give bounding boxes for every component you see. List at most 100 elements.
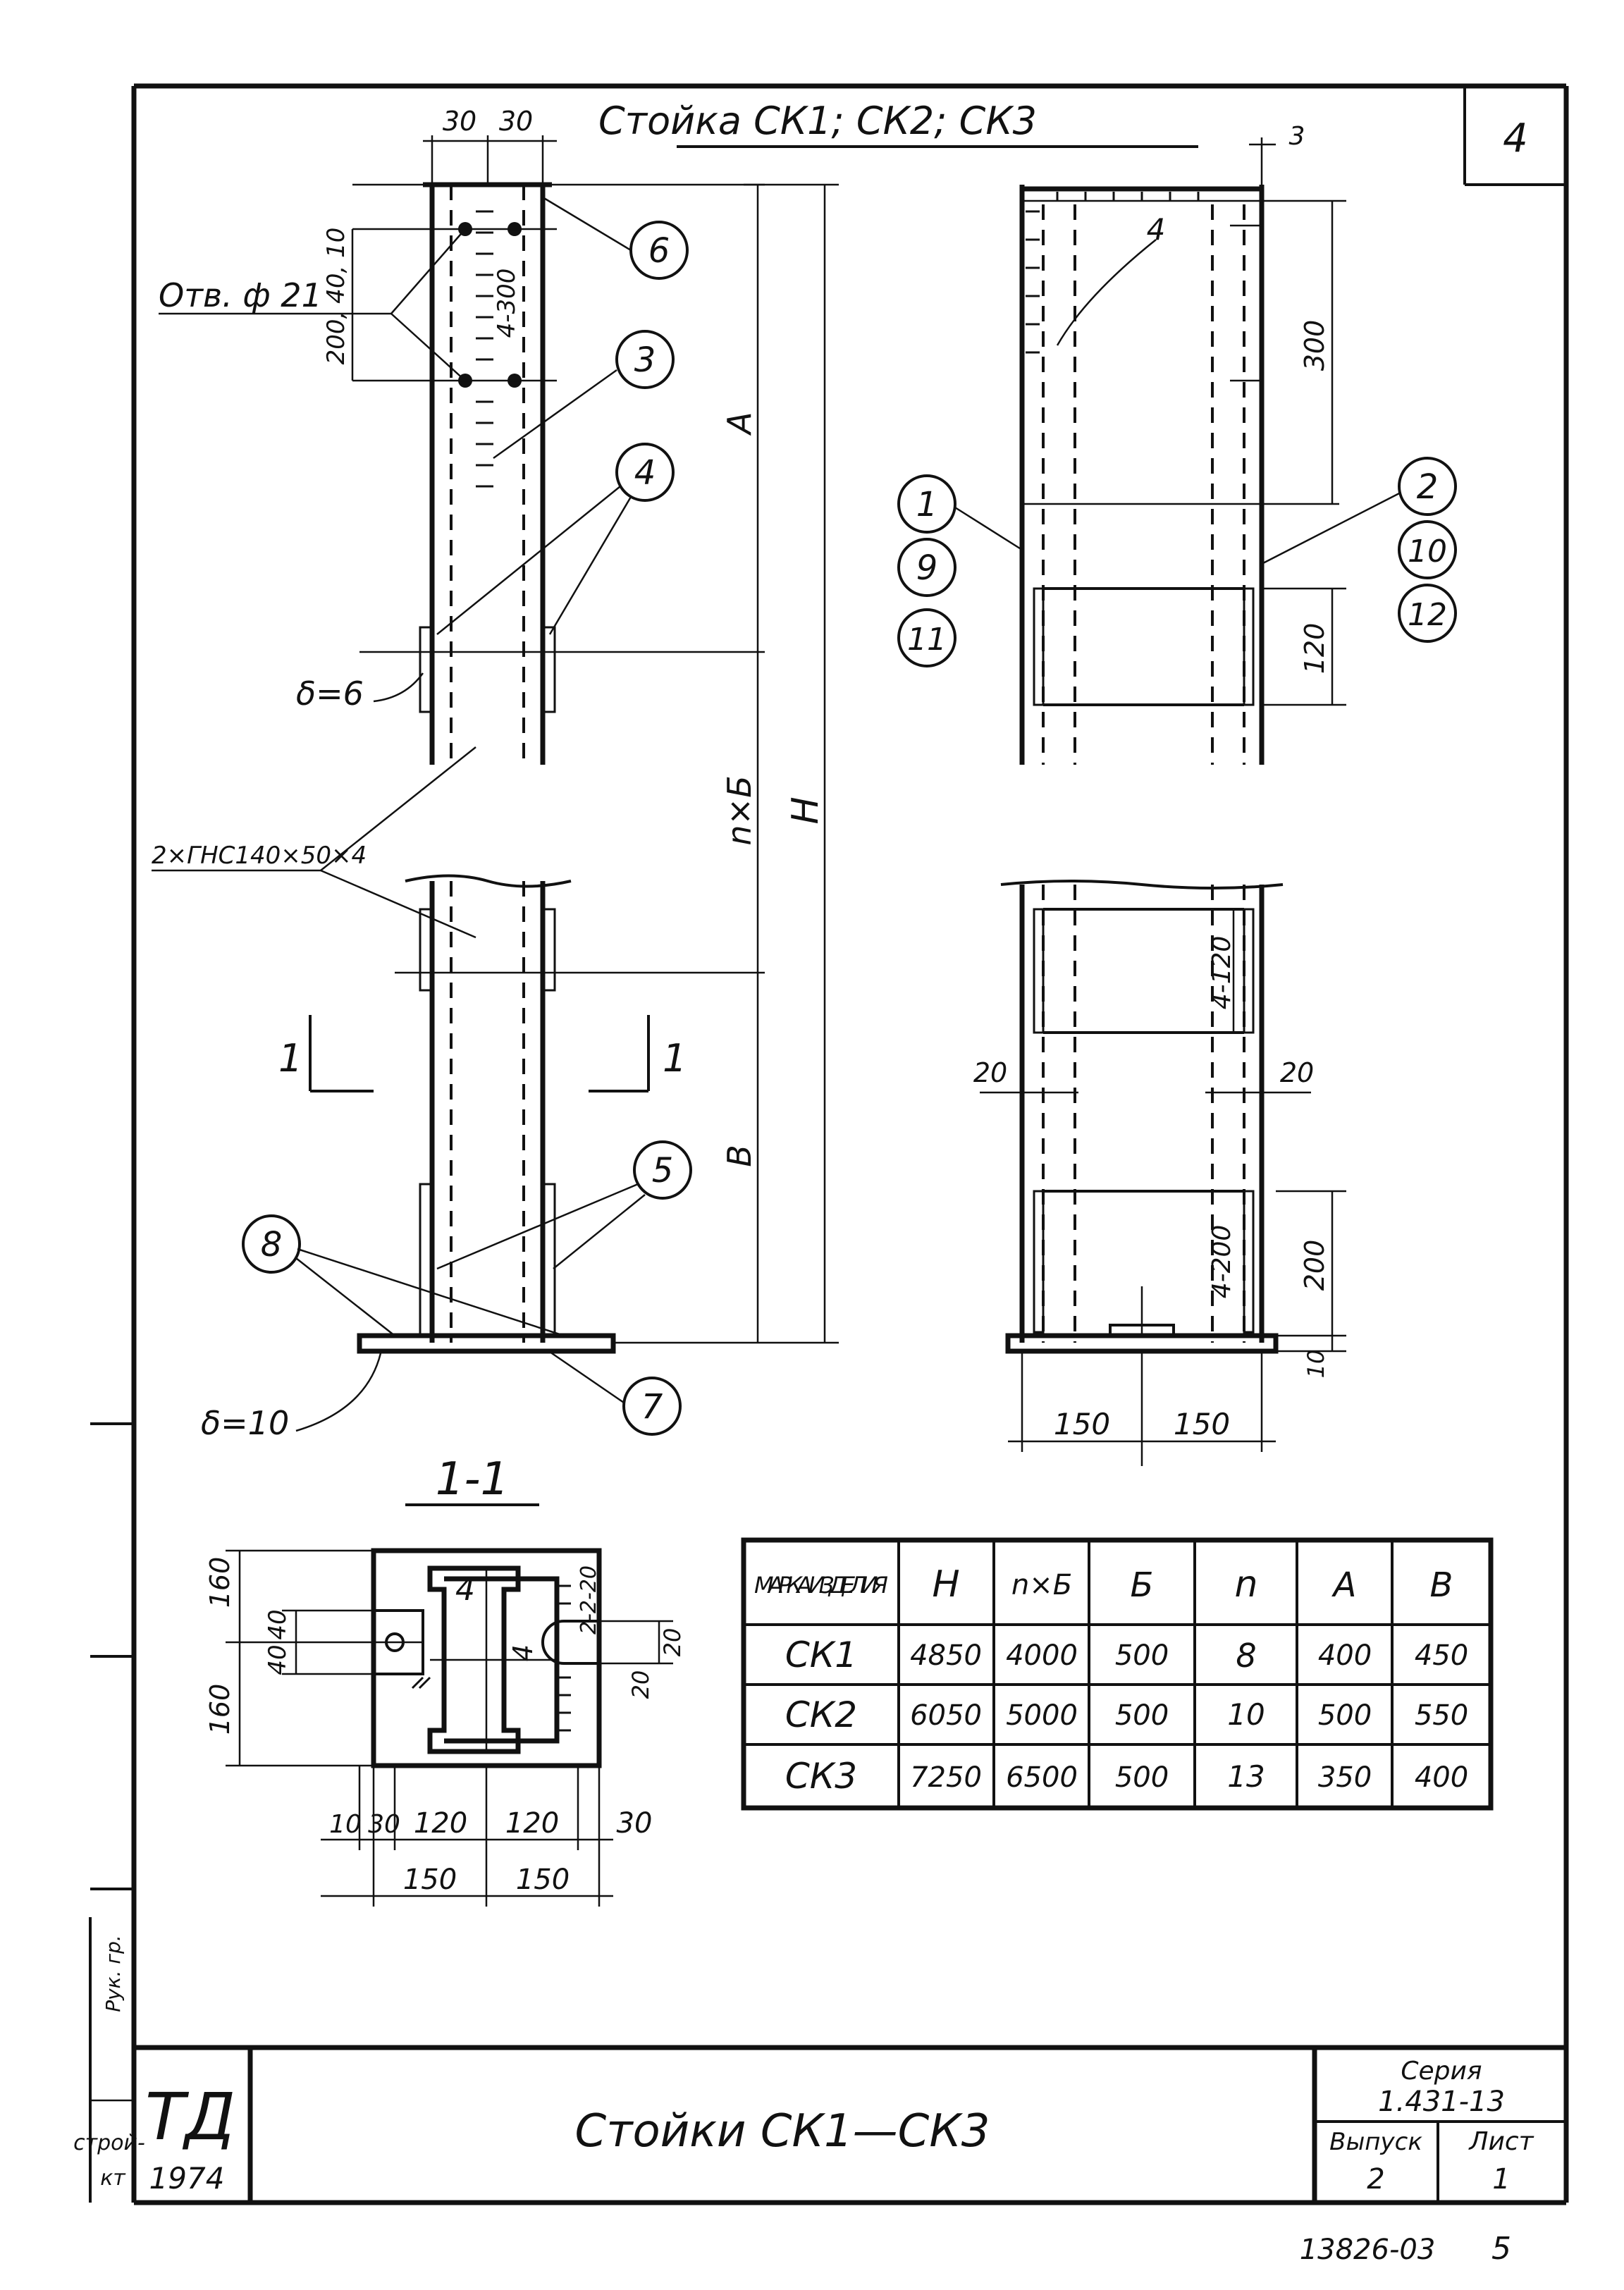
table-cell: 500 <box>1115 1761 1169 1794</box>
svg-text:8: 8 <box>261 1225 283 1264</box>
table-header-A: A <box>1331 1565 1357 1605</box>
section-title: 1-1 <box>436 1453 510 1506</box>
profile-label: 2×ГНС140×50×4 <box>152 842 367 870</box>
section-1-1 <box>226 1548 673 1907</box>
table-cell: 500 <box>1318 1699 1372 1732</box>
dim-4-120: 4-120 <box>1207 936 1236 1010</box>
section-mark-right: 1 <box>663 1036 687 1081</box>
callout-8: 8 <box>242 1214 301 1274</box>
callout-1: 1 <box>897 474 956 534</box>
sec-150a: 150 <box>403 1864 457 1896</box>
table-cell: 13 <box>1227 1759 1265 1794</box>
sec-160a: 160 <box>204 1557 235 1608</box>
dim-20-right: 20 <box>1280 1057 1314 1088</box>
dim-150b: 150 <box>1174 1407 1230 1441</box>
dim-120: 120 <box>1299 623 1330 675</box>
svg-text:11: 11 <box>907 622 947 658</box>
dim-B: B <box>720 1145 758 1167</box>
table-cell: 5000 <box>1006 1699 1078 1732</box>
dim-4-300: 4-300 <box>493 269 521 338</box>
table-header-H: H <box>932 1563 959 1606</box>
sec-150b: 150 <box>516 1864 570 1896</box>
dim-4-200: 4-200 <box>1207 1225 1236 1299</box>
dim-nB: n×Б <box>720 775 758 845</box>
svg-text:9: 9 <box>916 548 938 588</box>
sheet-value: 1 <box>1492 2163 1510 2196</box>
dim-A: A <box>720 412 758 436</box>
side-label-b: строй- <box>73 2131 145 2155</box>
callout-12: 12 <box>1398 584 1457 643</box>
table-cell: 350 <box>1318 1761 1372 1794</box>
sec-4b: 4 <box>508 1644 539 1661</box>
dim-H: H <box>785 796 827 824</box>
table-cell: 6500 <box>1006 1761 1078 1794</box>
sec-10: 10 <box>329 1810 362 1839</box>
sheet-frame <box>89 83 1569 2205</box>
callout-6: 6 <box>629 221 689 280</box>
sec-20b: 20 <box>627 1670 654 1699</box>
table-header-B2: B <box>1430 1565 1453 1605</box>
table-header-nB: n×Б <box>1011 1569 1072 1601</box>
svg-text:12: 12 <box>1408 597 1447 633</box>
svg-text:7: 7 <box>641 1387 663 1427</box>
title-logo: ТД <box>145 2079 235 2155</box>
sec-4a: 4 <box>455 1572 475 1608</box>
table-cell: 4850 <box>910 1639 982 1672</box>
table-cell: 500 <box>1115 1639 1169 1672</box>
dim-200-40-10: 200, 40, 10 <box>322 228 350 365</box>
table-cell: 550 <box>1415 1699 1468 1732</box>
title-year: 1974 <box>149 2161 225 2196</box>
parameter-table <box>741 1537 1494 1811</box>
table-cell: 450 <box>1415 1639 1468 1672</box>
section-mark-left: 1 <box>278 1036 302 1081</box>
table-cell: 4000 <box>1006 1639 1078 1672</box>
side-label-c: кт <box>100 2166 126 2191</box>
table-cell: 400 <box>1415 1761 1468 1794</box>
svg-text:6: 6 <box>648 231 670 271</box>
issue-label: Выпуск <box>1329 2128 1422 2156</box>
dim-300: 300 <box>1299 320 1330 371</box>
sec-40b: 40 <box>264 1644 292 1675</box>
column-front-view <box>352 182 765 1354</box>
sec-20a: 20 <box>659 1628 686 1657</box>
dim-200: 200 <box>1299 1240 1330 1291</box>
table-cell: СК3 <box>785 1756 857 1797</box>
table-cell: СК2 <box>785 1694 857 1735</box>
table-cell: 8 <box>1236 1637 1256 1675</box>
issue-value: 2 <box>1367 2163 1384 2196</box>
title-block <box>134 2045 1566 2203</box>
sec-40a: 40 <box>264 1609 292 1639</box>
callout-7: 7 <box>622 1377 682 1436</box>
drawing-title: Стойка СК1; СК2; СК3 <box>598 99 1037 143</box>
table-header-B1: Б <box>1131 1565 1154 1605</box>
svg-text:1: 1 <box>916 485 938 524</box>
footer-page: 5 <box>1491 2231 1511 2267</box>
thickness-6-label: δ=6 <box>296 675 364 713</box>
series-value: 1.431-13 <box>1378 2086 1505 2118</box>
sheet-label: Лист <box>1468 2127 1534 2156</box>
sec-160b: 160 <box>204 1684 235 1735</box>
callout-3: 3 <box>615 330 675 389</box>
holes-label: Отв. ф 21 <box>159 276 322 314</box>
callout-9: 9 <box>897 538 956 597</box>
thickness-10-label: δ=10 <box>201 1404 289 1442</box>
sec-2-2-20: 2-2-20 <box>577 1565 601 1635</box>
front-top-dims <box>351 135 765 381</box>
sec-120b: 120 <box>505 1807 559 1840</box>
table-cell: СК1 <box>785 1635 857 1675</box>
table-cell: 6050 <box>910 1699 982 1732</box>
table-cell: 400 <box>1318 1639 1372 1672</box>
svg-text:10: 10 <box>1408 534 1447 570</box>
table-header-mark: МАРКА ИЗДЕЛИЯ <box>754 1572 888 1599</box>
callout-2: 2 <box>1398 457 1457 516</box>
dim-150a: 150 <box>1054 1407 1110 1441</box>
table-header-n: n <box>1235 1563 1258 1606</box>
table-cell: 10 <box>1227 1697 1265 1732</box>
sec-120a: 120 <box>414 1807 467 1840</box>
table-cell: 500 <box>1115 1699 1169 1732</box>
series-label: Серия <box>1401 2057 1482 2086</box>
title-name: Стойки СК1—СК3 <box>575 2105 990 2157</box>
sec-30a: 30 <box>368 1810 400 1839</box>
dim-30a: 30 <box>443 106 476 137</box>
